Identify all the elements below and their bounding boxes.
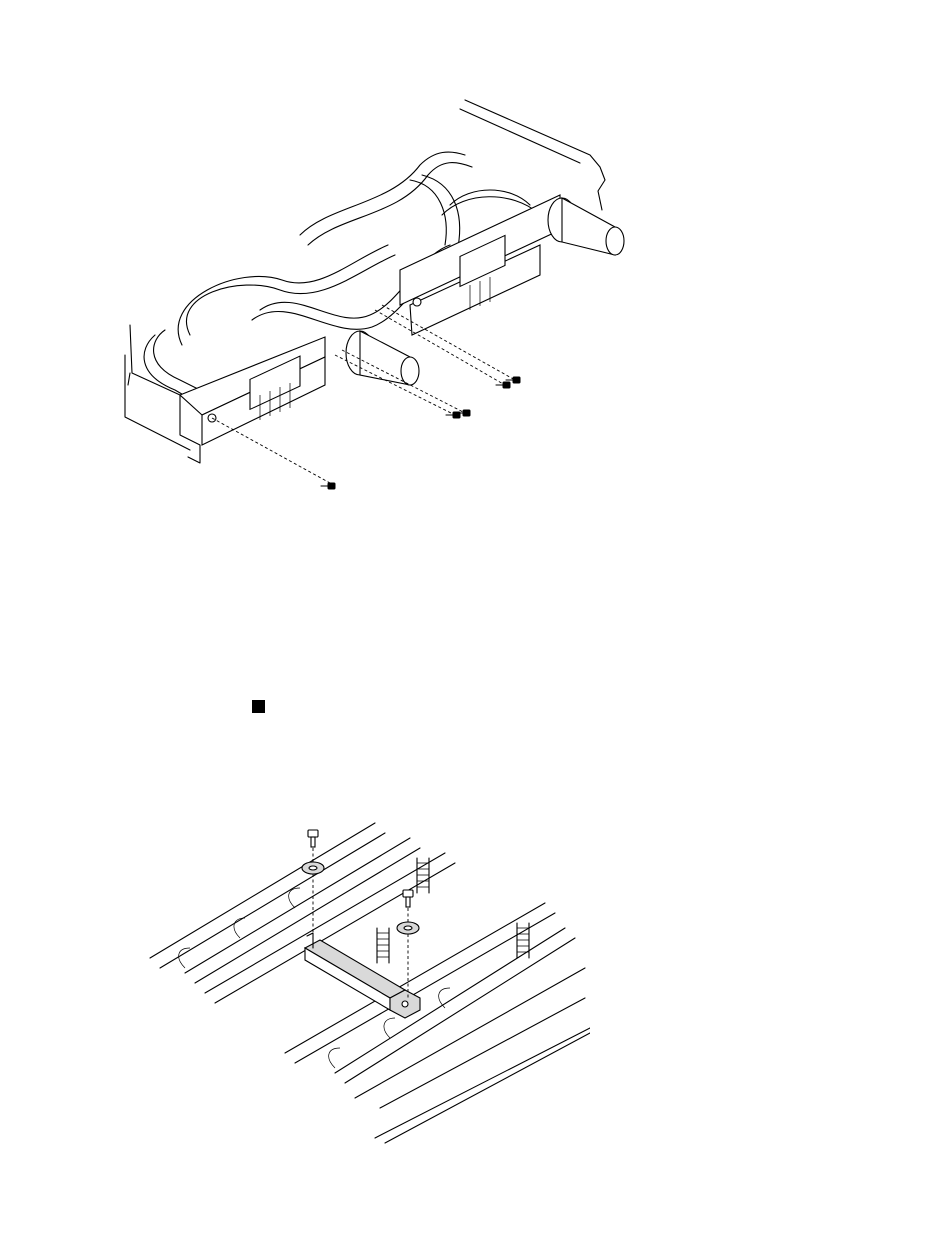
springs [377,858,529,963]
bracket-screws-illustration [145,818,590,1148]
bracket [305,933,420,1018]
screw-icon [321,483,335,489]
front-panels [180,195,560,445]
washers [302,862,419,934]
screw-icon [403,890,413,907]
screw-icon [496,382,510,388]
bullet-marker [252,700,265,713]
screw-icon [308,830,318,847]
screws [321,377,520,489]
tray-screws-illustration [120,95,640,500]
